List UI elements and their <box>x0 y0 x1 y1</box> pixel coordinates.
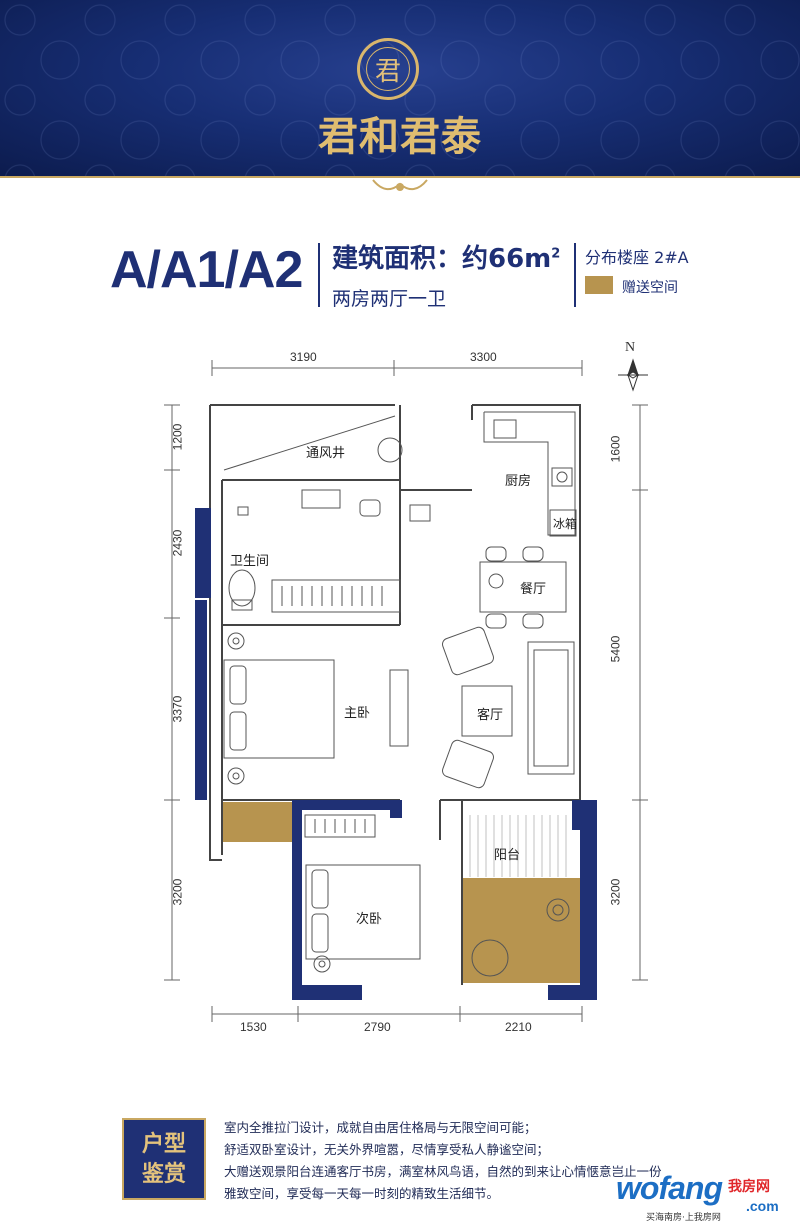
emblem-char: 君 <box>366 47 410 91</box>
desc-line: 雅致空间，享受每一天每一时刻的精致生活细节。 <box>224 1186 500 1201</box>
dim-left-2: 2430 <box>170 529 185 557</box>
divider <box>318 243 320 307</box>
area-label: 建筑面积：约66m <box>332 244 552 274</box>
watermark-slogan: 买海南房·上我房网 <box>646 1213 721 1223</box>
room-master: 主卧 <box>344 706 371 721</box>
dim-left-3: 3370 <box>170 695 185 723</box>
legend-label: 赠送空间 <box>622 280 678 296</box>
building-label: 分布楼座 2#A <box>585 248 689 267</box>
room-balcony: 阳台 <box>494 848 521 863</box>
dim-bottom-3: 2210 <box>505 1020 532 1034</box>
unit-type-code: A/A1/A2 <box>110 241 303 299</box>
building-area: 建筑面积：约66m2 <box>332 238 560 275</box>
desc-line: 室内全推拉门设计，成就自由居住格局与无限空间可能； <box>224 1120 537 1135</box>
desc-line: 大赠送观景阳台连通客厅书房，满室林风鸟语，自然的到来让心情惬意岂止一份 <box>224 1164 662 1179</box>
watermark: wofang 我房网 .com 买海南房·上我房网 <box>610 1170 800 1226</box>
dim-right-1: 1600 <box>608 435 623 463</box>
floor-plan: 3190 3300 1530 2790 2210 1200 2430 3370 … <box>0 330 800 1050</box>
feature-badge: 户型 鉴赏 <box>122 1118 206 1200</box>
desc-line: 舒适双卧室设计，无关外界喧嚣，尽情享受私人静谧空间； <box>224 1142 550 1157</box>
watermark-domain: .com <box>746 1198 779 1214</box>
north-label: N <box>625 340 636 355</box>
watermark-brand: wofang <box>616 1170 723 1206</box>
divider <box>574 243 576 307</box>
room-living: 客厅 <box>477 708 504 723</box>
room-kitchen: 厨房 <box>505 474 532 489</box>
dim-left-4: 3200 <box>170 878 185 906</box>
dim-right-2: 5400 <box>608 635 623 663</box>
room-layout: 两房两厅一卫 <box>332 288 447 310</box>
dim-top-2: 3300 <box>470 350 497 364</box>
room-second: 次卧 <box>356 912 383 927</box>
room-fridge: 冰箱 <box>553 517 578 531</box>
dim-left-1: 1200 <box>170 423 185 451</box>
brand-emblem-icon: 君 <box>357 38 419 100</box>
room-dining: 餐厅 <box>520 582 547 597</box>
badge-line2: 鉴赏 <box>141 1161 186 1187</box>
dim-bottom-1: 1530 <box>240 1020 267 1034</box>
watermark-brand-cn: 我房网 <box>728 1179 770 1195</box>
dim-top-1: 3190 <box>290 350 317 364</box>
feature-description: 室内全推拉门设计，成就自由居住格局与无限空间可能； 舒适双卧室设计，无关外界喧嚣… <box>224 1117 694 1205</box>
brand-name: 君和君泰 <box>318 113 482 160</box>
legend-swatch <box>585 276 613 294</box>
header-banner: 君 君和君泰 <box>0 0 800 178</box>
floor-plan-drawing <box>164 358 648 1022</box>
dim-bottom-2: 2790 <box>364 1020 391 1034</box>
room-shaft: 通风井 <box>306 446 346 461</box>
area-sup: 2 <box>551 246 561 262</box>
banner-border <box>0 176 800 178</box>
dim-right-3: 3200 <box>608 878 623 906</box>
room-bathroom: 卫生间 <box>230 554 270 569</box>
badge-line1: 户型 <box>141 1131 186 1157</box>
ornament-icon <box>372 179 428 191</box>
